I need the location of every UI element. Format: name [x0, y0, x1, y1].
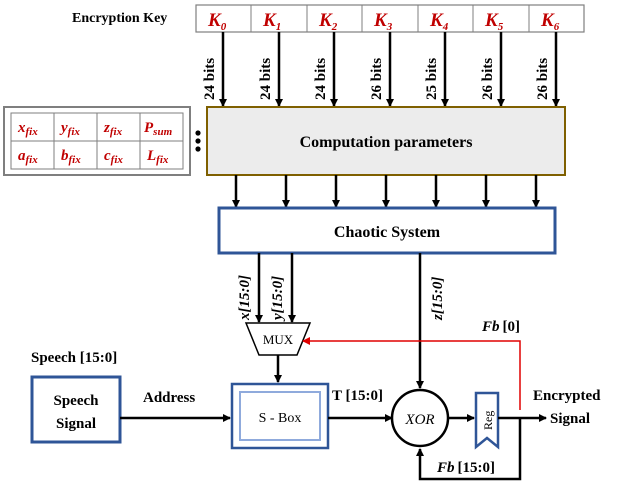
reg-label: Reg: [481, 411, 495, 430]
key-k1: K1: [262, 10, 281, 33]
fb0-feedback-wire: [302, 337, 521, 410]
param-a-fix: afix: [18, 148, 38, 166]
fb-label: Fb[15:0]: [436, 460, 495, 476]
speech-signal-line2: Signal: [56, 416, 96, 432]
bits-k0: 24 bits: [202, 58, 218, 100]
key-k2: K2: [318, 10, 338, 33]
param-b-fix: bfix: [61, 148, 81, 166]
t-bus-label: T [15:0]: [332, 388, 383, 404]
param-l-fix: Lfix: [146, 148, 169, 166]
bits-k3: 26 bits: [369, 58, 385, 100]
computation-label: Computation parameters: [300, 134, 473, 151]
key-arrows: [219, 32, 560, 107]
key-k4: K4: [429, 10, 449, 33]
sbox-label: S - Box: [259, 411, 302, 426]
key-row: K0 K1 K2 K3 K4 K5 K6: [195, 4, 585, 33]
encrypted-label-line2: Signal: [550, 411, 590, 427]
address-label: Address: [143, 390, 195, 406]
param-x-fix: xfix: [17, 120, 38, 138]
chaotic-system-block: [217, 206, 557, 255]
fb-feedback-wire: [416, 418, 522, 481]
speech-signal-block: [30, 375, 122, 444]
bits-k1: 24 bits: [258, 58, 274, 100]
param-c-fix: cfix: [104, 148, 123, 166]
chaotic-system-label: Chaotic System: [334, 224, 441, 241]
param-table: xfix yfix zfix Psum afix bfix cfix Lfix: [3, 106, 191, 176]
key-k5: K5: [484, 10, 504, 33]
computation-to-chaotic-arrows: [232, 175, 540, 208]
bits-k6: 26 bits: [535, 58, 551, 100]
param-y-fix: yfix: [59, 120, 80, 138]
fb0-label: Fb[0]: [481, 319, 520, 335]
param-p-sum: Psum: [144, 120, 173, 138]
mux-label: MUX: [263, 332, 294, 347]
ellipsis-dots: [195, 130, 201, 152]
xor-label: XOR: [404, 412, 434, 428]
key-k3: K3: [373, 10, 393, 33]
speech-input-label: Speech [15:0]: [31, 350, 117, 366]
speech-signal-line1: Speech: [54, 393, 100, 409]
mux-block: [244, 322, 312, 356]
encrypted-label-line1: Encrypted: [533, 388, 601, 404]
param-z-fix: zfix: [103, 120, 123, 138]
sbox-inner: [239, 391, 321, 441]
bits-k5: 26 bits: [480, 58, 496, 100]
encryption-key-label: Encryption Key: [72, 11, 167, 26]
x-bus-label: x[15:0]: [237, 275, 253, 321]
y-bus-label: y[15:0]: [270, 276, 286, 322]
reg-block: [474, 391, 500, 450]
key-k0: K0: [207, 10, 227, 33]
key-k6: K6: [540, 10, 560, 33]
z-bus-label: z[15:0]: [430, 277, 446, 321]
bits-k2: 24 bits: [313, 58, 329, 100]
bits-k4: 25 bits: [424, 58, 440, 100]
